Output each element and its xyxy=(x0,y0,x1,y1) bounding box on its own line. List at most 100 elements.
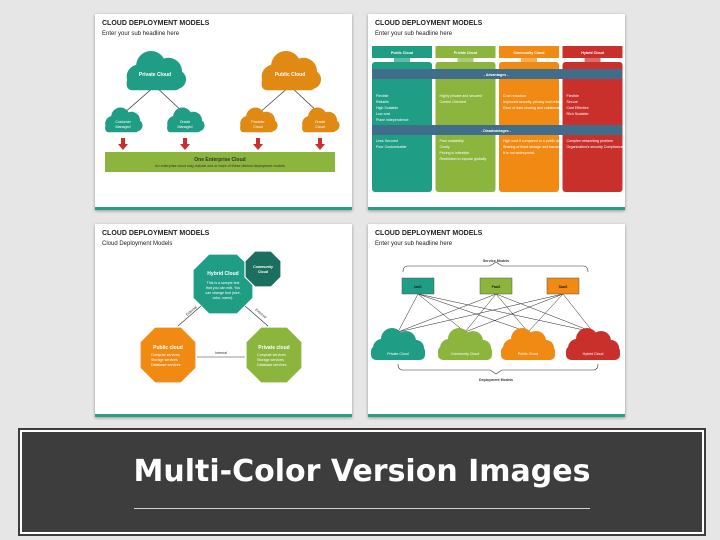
service-model-label: SaaS xyxy=(559,285,568,289)
slide-thumbnail-1[interactable]: CLOUD DEPLOYMENT MODELS Enter your sub h… xyxy=(95,14,352,210)
slide-subtitle: Enter your sub headline here xyxy=(375,31,453,37)
public-octagon xyxy=(139,326,197,384)
enterprise-cloud-box xyxy=(105,152,335,172)
disadvantage-item: Restriction to expose globally xyxy=(440,157,487,161)
enterprise-text: An enterprise cloud may include one or m… xyxy=(155,164,285,168)
public-cloud-shape xyxy=(261,51,322,91)
slide-subtitle: Enter your sub headline here xyxy=(375,241,453,247)
arrow-icons xyxy=(118,138,325,150)
advantage-item: Highly private and secured xyxy=(440,94,483,98)
disadvantage-item: Costly xyxy=(440,145,450,149)
banner: Multi-Color Version Images xyxy=(18,428,706,536)
slide-subtitle: Cloud Deployment Models xyxy=(102,241,173,247)
disadvantage-item: Poor scalability xyxy=(440,139,464,143)
banner-divider xyxy=(134,508,590,509)
column-header-label: Community Cloud xyxy=(514,51,545,55)
service-model-label: IaaS xyxy=(414,285,422,289)
hybrid-title: Hybrid Cloud xyxy=(207,271,238,277)
advantage-item: Improved security, privacy and reliabili… xyxy=(503,100,567,104)
deployment-cloud-shape xyxy=(501,328,555,360)
private-cloud-shape xyxy=(126,51,187,91)
slide-title: CLOUD DEPLOYMENT MODELS xyxy=(102,230,210,237)
column-connector xyxy=(457,58,474,62)
slide-title: CLOUD DEPLOYMENT MODELS xyxy=(375,230,483,237)
slide-thumbnail-3[interactable]: CLOUD DEPLOYMENT MODELS Cloud Deployment… xyxy=(95,224,352,417)
advantage-item: Place independence xyxy=(376,118,409,122)
advantage-item: High Scalable xyxy=(376,106,398,110)
disadvantage-item: Poor Customizable xyxy=(376,145,406,149)
deployment-cloud-label: Private Cloud xyxy=(387,352,409,356)
connector-lines xyxy=(397,293,594,333)
column-header xyxy=(499,46,559,58)
column-connector xyxy=(521,58,537,62)
disadvantages-label: - Disadvantages - xyxy=(481,129,512,133)
deployment-cloud-shape xyxy=(371,328,425,360)
private-cloud-title: Private cloud xyxy=(258,345,289,351)
advantage-item: Ease of data sharing and collaboration xyxy=(503,106,564,110)
disadvantage-item: Organization's security Compliance xyxy=(567,145,623,149)
service-model-box xyxy=(546,277,580,295)
disadvantage-item: It is not widespread. xyxy=(503,151,535,155)
slide-subtitle: Enter your sub headline here xyxy=(102,31,180,37)
deployment-cloud-shape xyxy=(566,328,620,360)
slide-thumbnail-4[interactable]: CLOUD DEPLOYMENT MODELS Enter your sub h… xyxy=(368,224,625,417)
column-connector xyxy=(584,58,601,62)
disadvantage-item: Less Secured xyxy=(376,139,398,143)
column-header xyxy=(562,46,623,58)
private-cloud-label: Private Cloud xyxy=(139,72,171,78)
slide-thumbnail-2[interactable]: CLOUD DEPLOYMENT MODELS Enter your sub h… xyxy=(368,14,625,210)
external-label-1: External xyxy=(185,305,198,317)
public-cloud-title: Public cloud xyxy=(153,345,183,351)
advantages-label: - Advantages - xyxy=(484,73,509,77)
community-octagon xyxy=(244,250,282,288)
banner-title: Multi-Color Version Images xyxy=(133,454,591,489)
deployment-cloud-label: Community Cloud xyxy=(451,352,480,356)
private-octagon xyxy=(245,326,303,384)
slide-title: CLOUD DEPLOYMENT MODELS xyxy=(102,20,210,27)
disadvantages-bar xyxy=(372,125,622,135)
advantage-item: Rich Scalable xyxy=(567,112,589,116)
advantages-bar xyxy=(372,69,622,79)
disadvantage-item: Pricing is inflexible. xyxy=(440,151,471,155)
advantage-item: Control Oriented xyxy=(440,100,466,104)
internal-label: Internal xyxy=(215,351,227,355)
advantage-item: Cost reduction xyxy=(503,94,526,98)
deployment-cloud-shape xyxy=(438,328,492,360)
advantage-item: Cost Effective xyxy=(567,106,589,110)
disadvantage-item: Sharing of fixed storage and bandwidth c… xyxy=(503,145,580,149)
service-model-label: PaaS xyxy=(492,285,501,289)
disadvantage-item: High cost if compared to a public deploy… xyxy=(503,139,586,143)
enterprise-title: One Enterprise Cloud xyxy=(194,157,245,163)
advantage-item: Flexible xyxy=(567,94,579,98)
service-model-box xyxy=(401,277,435,295)
deployment-cloud-label: Public Cloud xyxy=(518,352,538,356)
slide-title: CLOUD DEPLOYMENT MODELS xyxy=(375,20,483,27)
public-cloud-label: Public Cloud xyxy=(275,72,306,78)
bottom-brace xyxy=(397,363,599,375)
column-header xyxy=(372,46,432,58)
advantage-item: Secure xyxy=(567,100,578,104)
hybrid-octagon xyxy=(192,253,254,315)
advantage-item: Flexible xyxy=(376,94,388,98)
service-model-box xyxy=(479,277,513,295)
column-header-label: Hybrid Cloud xyxy=(581,51,604,55)
column-header-label: Public Cloud xyxy=(391,51,413,55)
column-connector xyxy=(394,58,410,62)
disadvantage-item: Complex networking problem xyxy=(567,139,614,143)
external-label-2: External xyxy=(254,308,267,320)
deployment-cloud-label: Hybrid Cloud xyxy=(583,352,604,356)
advantage-item: Reliable xyxy=(376,100,389,104)
advantage-item: Low cost xyxy=(376,112,390,116)
